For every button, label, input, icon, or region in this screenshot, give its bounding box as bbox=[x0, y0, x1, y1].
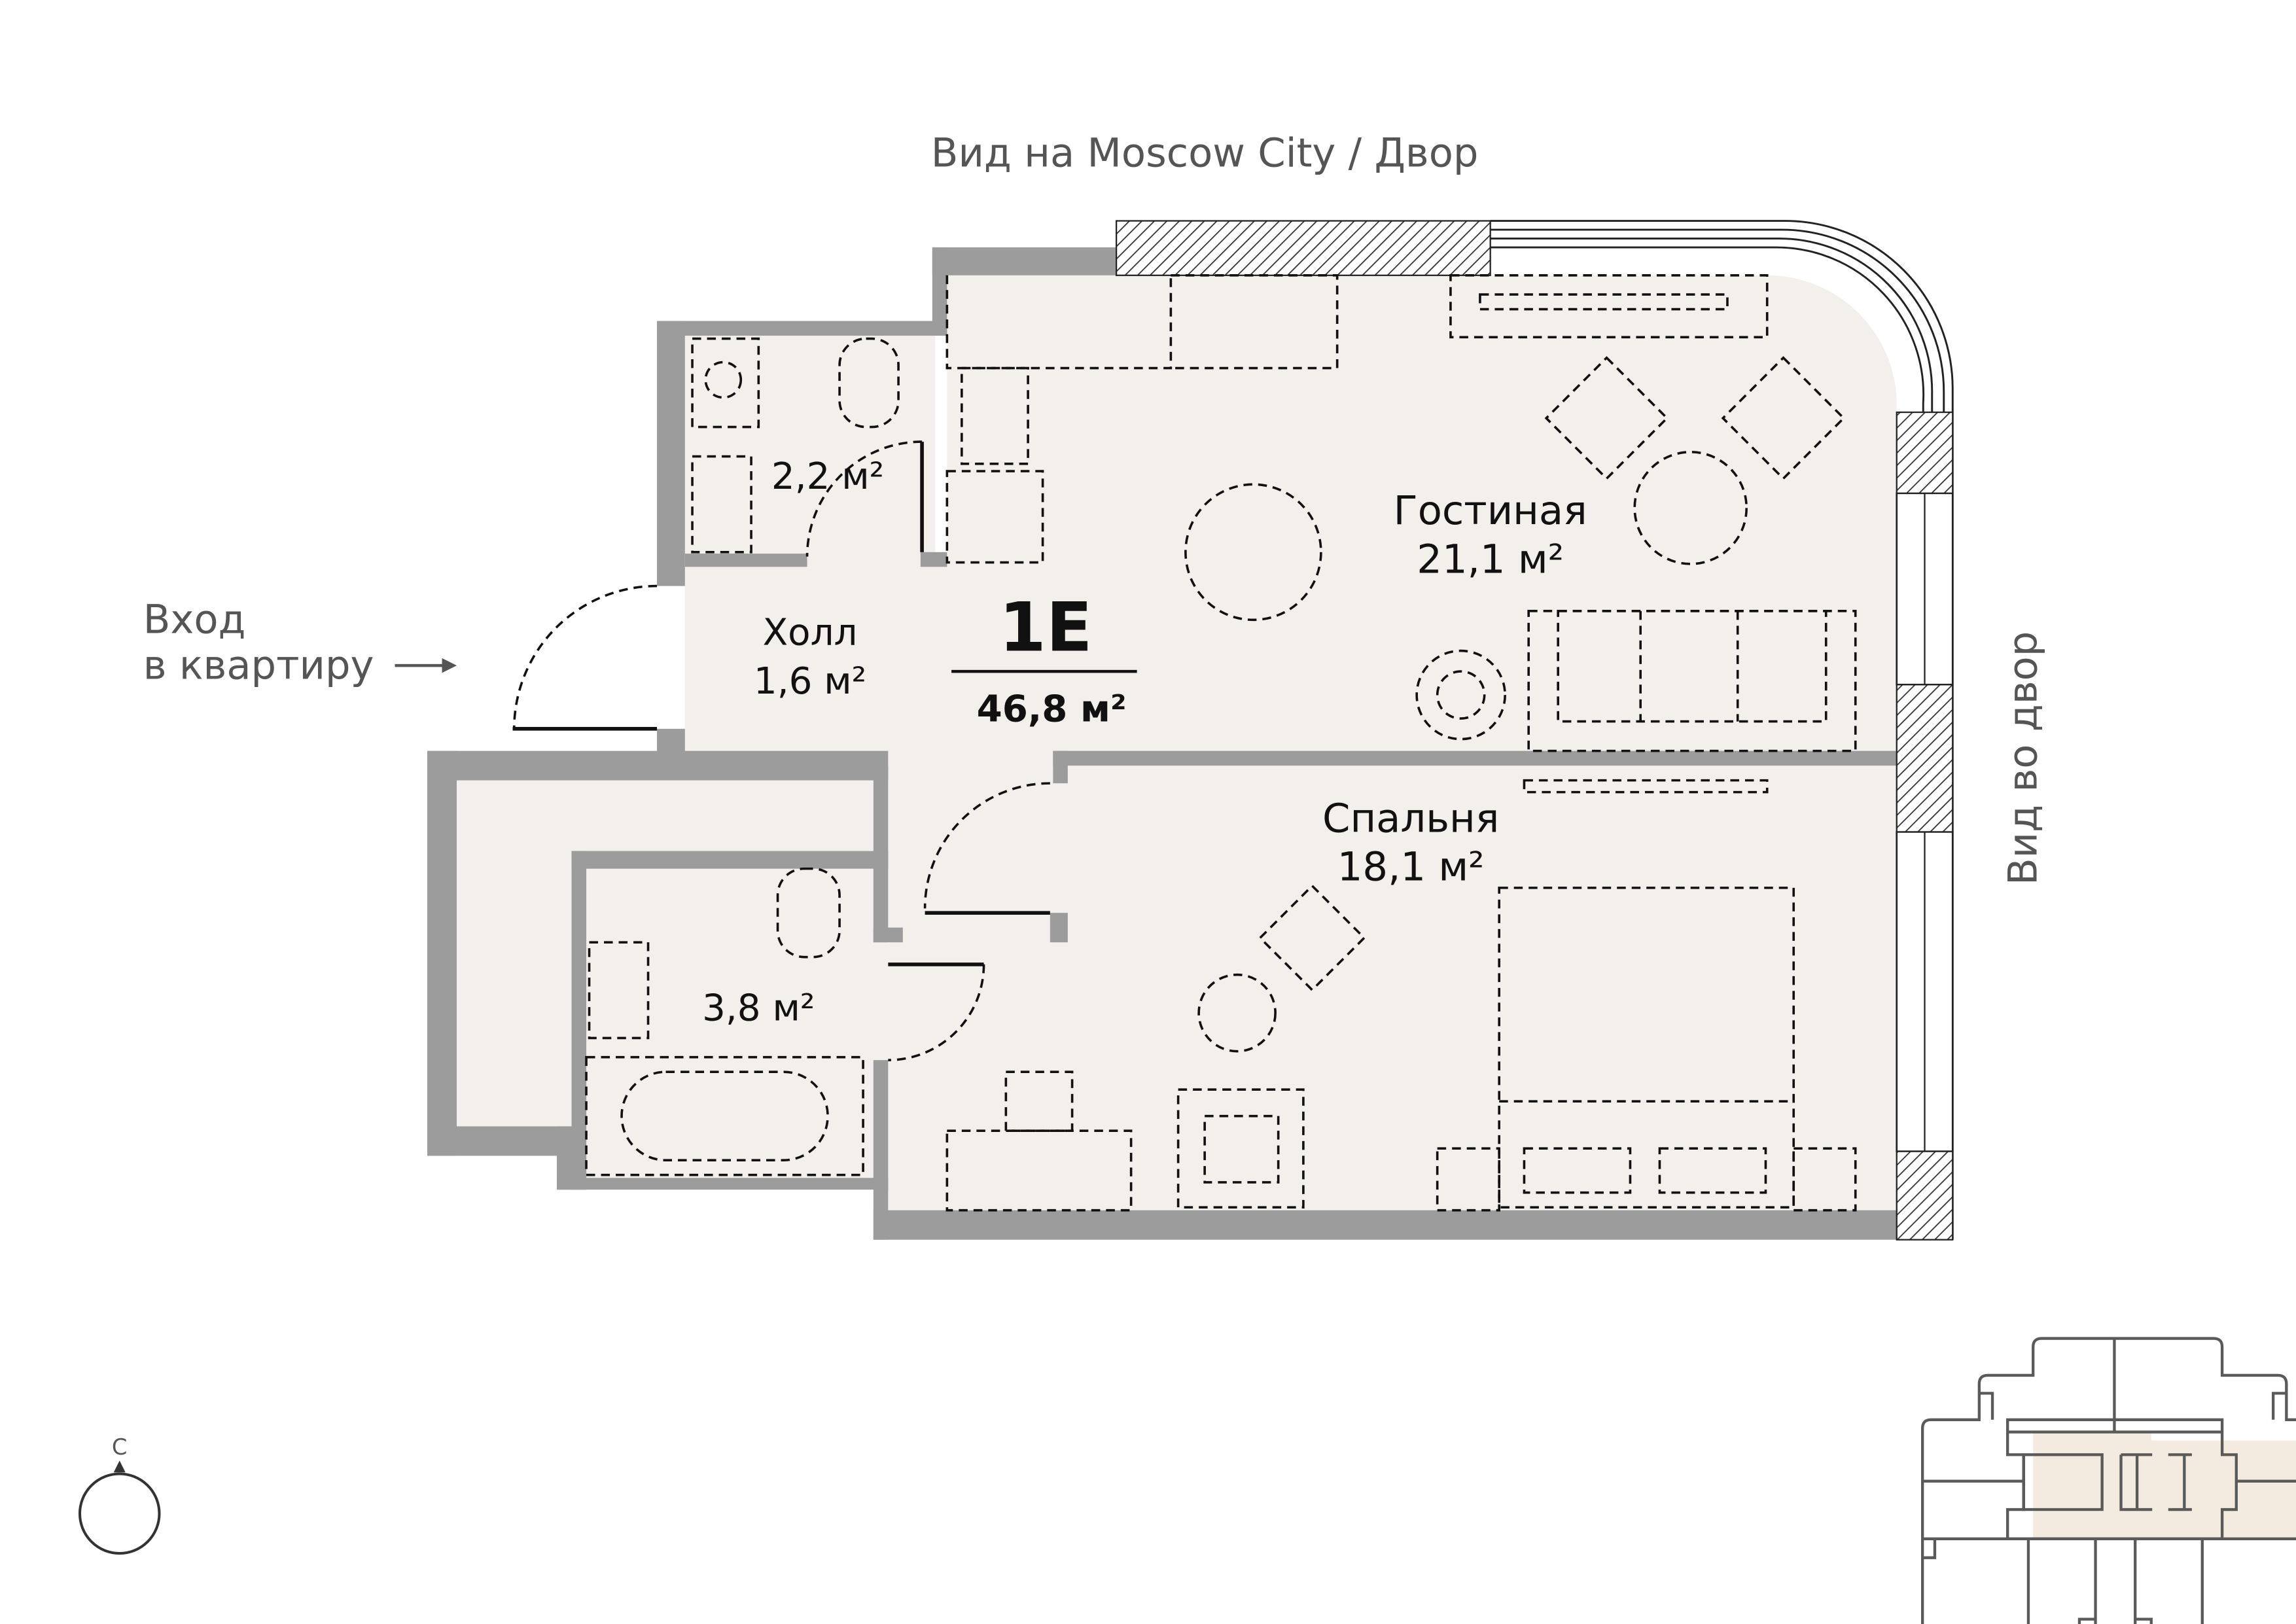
entrance-label-line1: Вход bbox=[143, 597, 246, 643]
room-area-living: 21,1 м² bbox=[1417, 537, 1564, 582]
room-area-hall: 1,6 м² bbox=[754, 660, 866, 703]
room-name-living: Гостиная bbox=[1394, 488, 1587, 534]
furniture bbox=[585, 274, 1857, 1212]
room-area-wc: 2,2 м² bbox=[771, 455, 884, 498]
entrance-label-line2: в квартиру bbox=[143, 643, 374, 688]
apartment-total-area: 46,8 м² bbox=[977, 688, 1127, 731]
room-name-bedroom: Спальня bbox=[1322, 796, 1499, 841]
doors bbox=[512, 440, 1050, 1061]
floor-area bbox=[457, 275, 1897, 1210]
arrow-right-icon bbox=[395, 658, 457, 673]
view-top-label: Вид на Moscow City / Двор bbox=[931, 130, 1479, 176]
room-area-bedroom: 18,1 м² bbox=[1337, 845, 1485, 891]
walls bbox=[427, 220, 1954, 1241]
room-area-bathroom: 3,8 м² bbox=[702, 987, 815, 1029]
apartment-code: 1E bbox=[999, 589, 1093, 667]
room-name-hall: Холл bbox=[763, 612, 858, 654]
compass-icon: С bbox=[78, 1434, 161, 1555]
compass-north-label: С bbox=[112, 1434, 128, 1460]
view-right-label: Вид во двор bbox=[2001, 631, 2047, 885]
building-key-plan bbox=[1920, 1337, 2296, 1624]
